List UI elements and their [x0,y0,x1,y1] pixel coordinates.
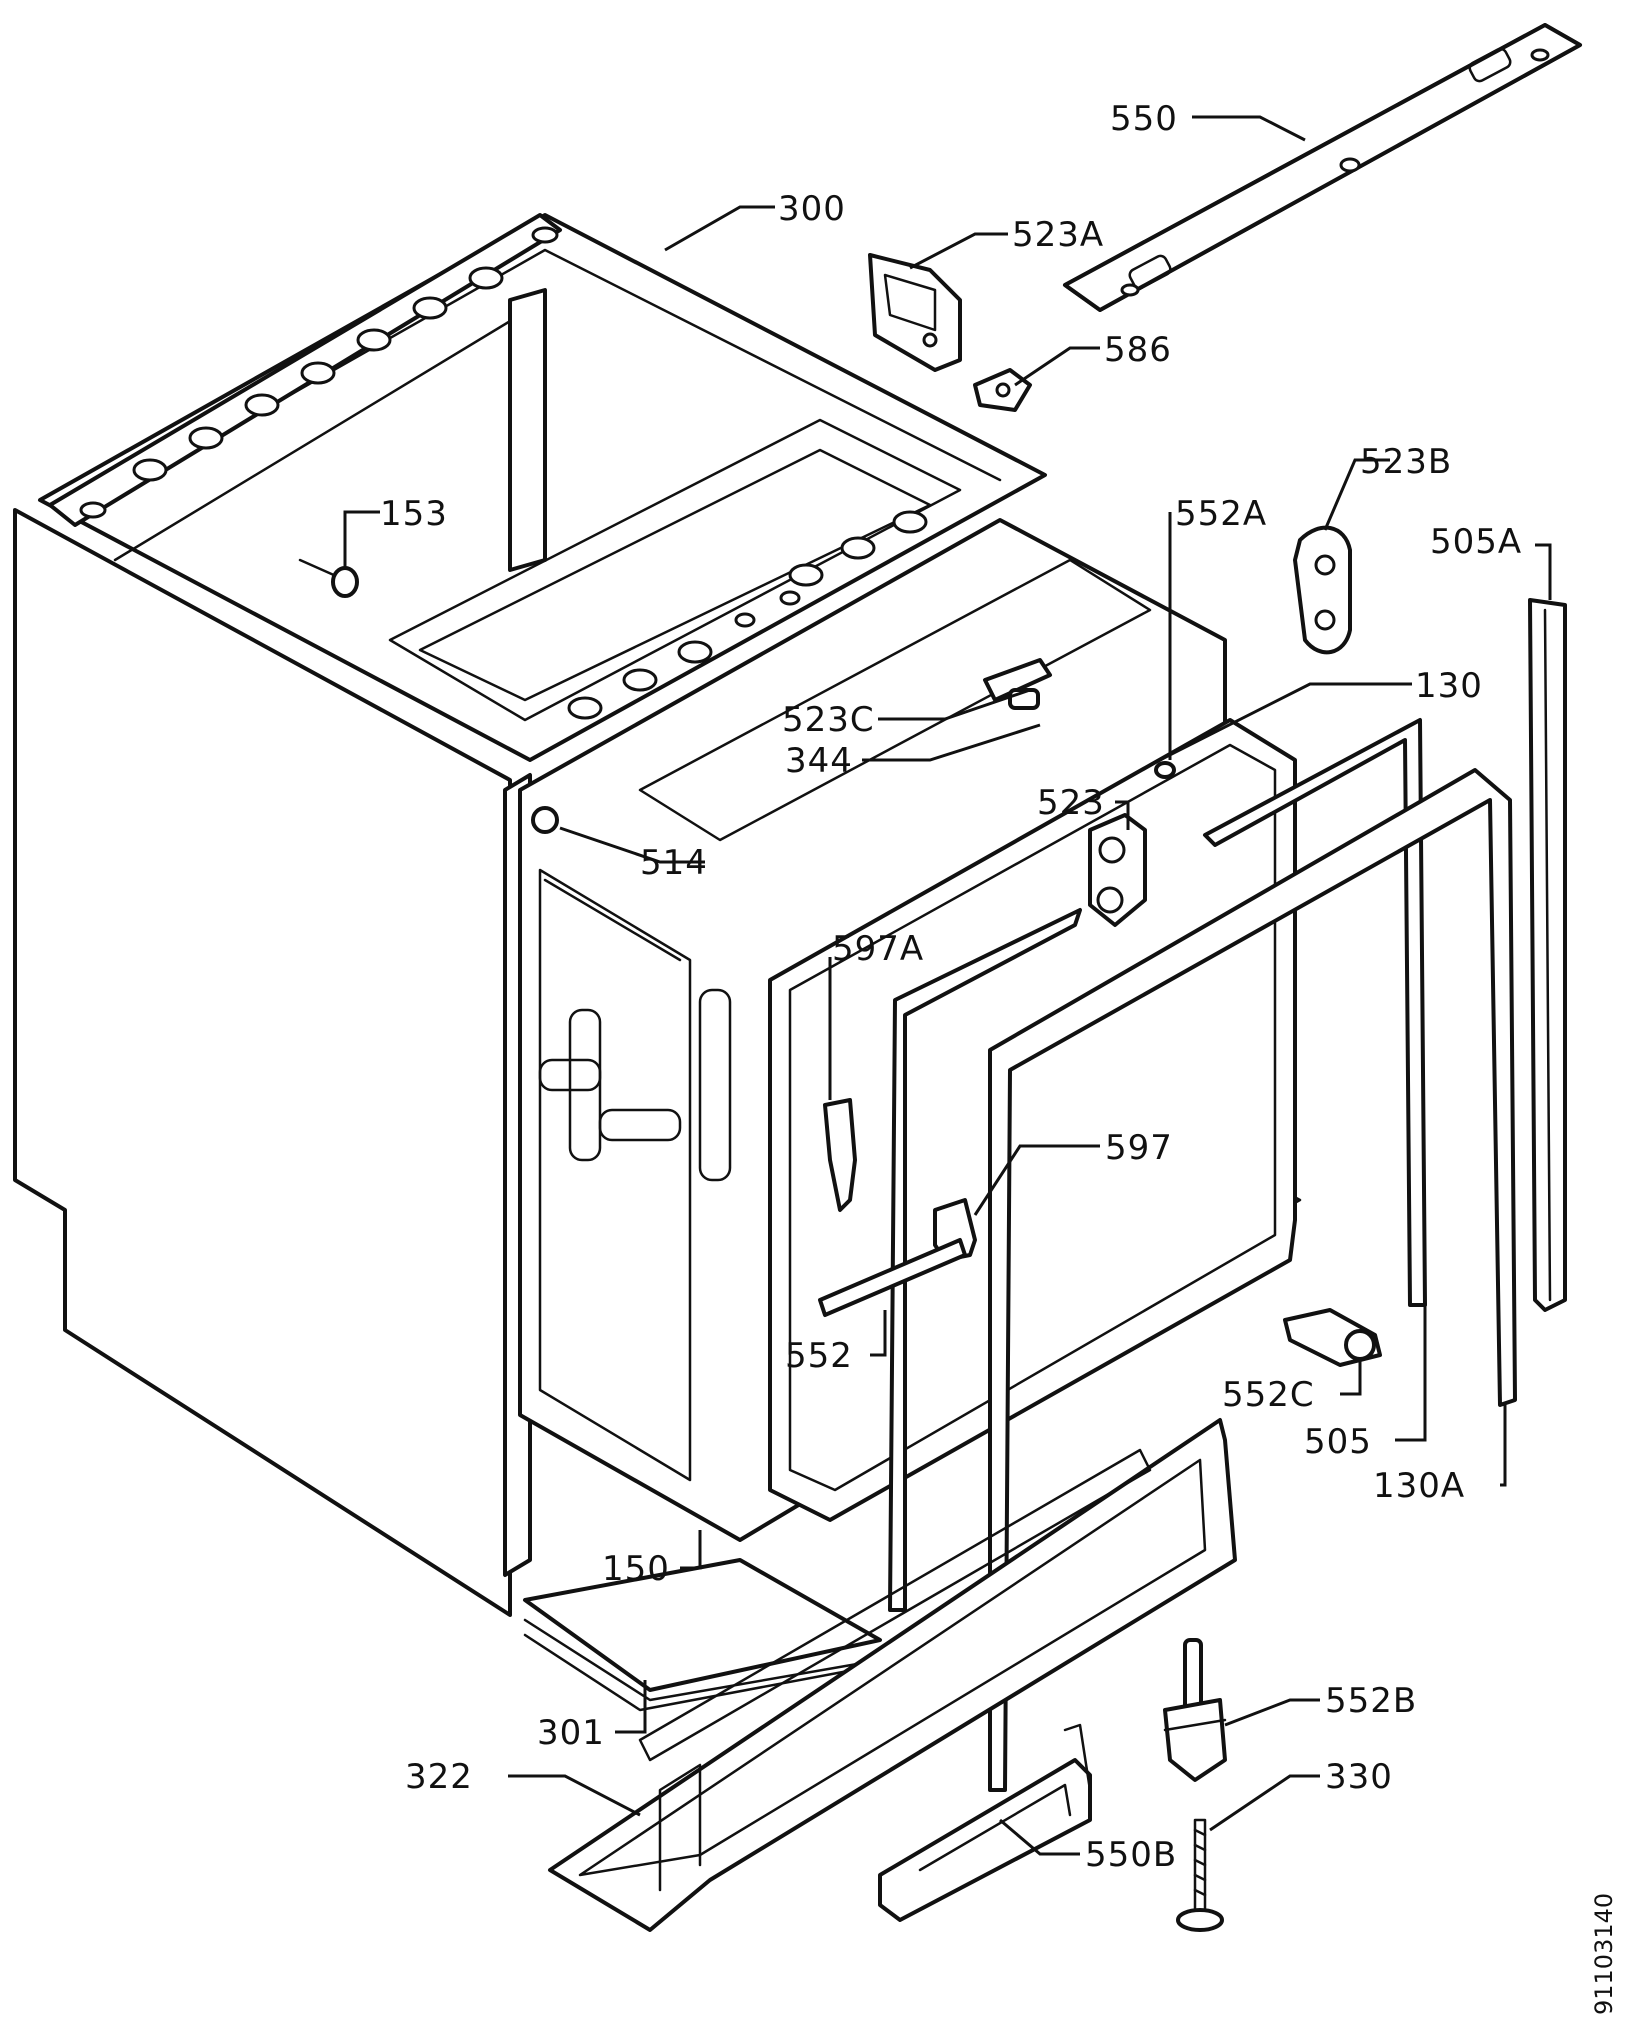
nut-514 [531,806,559,834]
label-505: 505 [1304,1422,1372,1462]
label-344: 344 [785,741,853,781]
label-523B: 523B [1360,442,1452,482]
base-frame-301 [523,1633,882,1712]
hinge-bracket-523A [868,253,962,372]
callout-labels: 550 300 523A 586 153 523B 552A 505A 130 … [380,99,1522,1875]
label-597A: 597A [832,929,924,969]
label-330: 330 [1325,1757,1393,1797]
label-552A: 552A [1175,494,1267,534]
label-150: 150 [602,1549,670,1589]
label-597: 597 [1105,1128,1173,1168]
bracket-523C [983,658,1052,710]
label-550: 550 [1110,99,1178,139]
label-130A: 130A [1373,1466,1465,1506]
label-514: 514 [640,843,708,883]
label-301: 301 [537,1713,605,1753]
clip-586 [973,368,1032,412]
label-523C: 523C [782,700,875,740]
label-552B: 552B [1325,1681,1417,1721]
bracket-550B [878,1723,1092,1922]
base-tray-150 [523,1558,882,1702]
label-550B: 550B [1085,1835,1177,1875]
bracket-552C [1283,1308,1382,1367]
bearing-plate-523B [1293,525,1352,655]
label-153: 153 [380,494,448,534]
label-300: 300 [778,189,846,229]
rail-552 [818,1238,967,1317]
label-552C: 552C [1222,1375,1315,1415]
top-rail-holes [79,226,559,519]
plinth-frame-322 [548,1418,1237,1932]
bearing-523 [1088,813,1147,927]
label-552: 552 [785,1336,853,1376]
door-gasket-130 [1203,718,1427,1307]
door-gasket-130A [988,768,1517,1792]
label-523: 523 [1037,783,1105,823]
leader-lines [343,115,1552,1856]
label-130: 130 [1415,666,1483,706]
drawing-number: 91103140 [1590,1893,1618,2015]
screw-552A [1154,761,1176,779]
leveling-bolt-330 [1176,1818,1224,1932]
label-505A: 505A [1430,522,1522,562]
screw-153 [298,558,359,598]
label-586: 586 [1104,330,1172,370]
seal-strip-505A [1528,598,1567,1312]
top-mounting-bar-550 [1063,23,1582,312]
seal-strip-505 [888,908,1082,1612]
label-322: 322 [405,1757,473,1797]
label-523A: 523A [1012,215,1104,255]
adjustable-foot-552B [1163,1638,1227,1782]
cabinet-body-300 [13,213,1047,1617]
latch-597A [823,1098,857,1212]
